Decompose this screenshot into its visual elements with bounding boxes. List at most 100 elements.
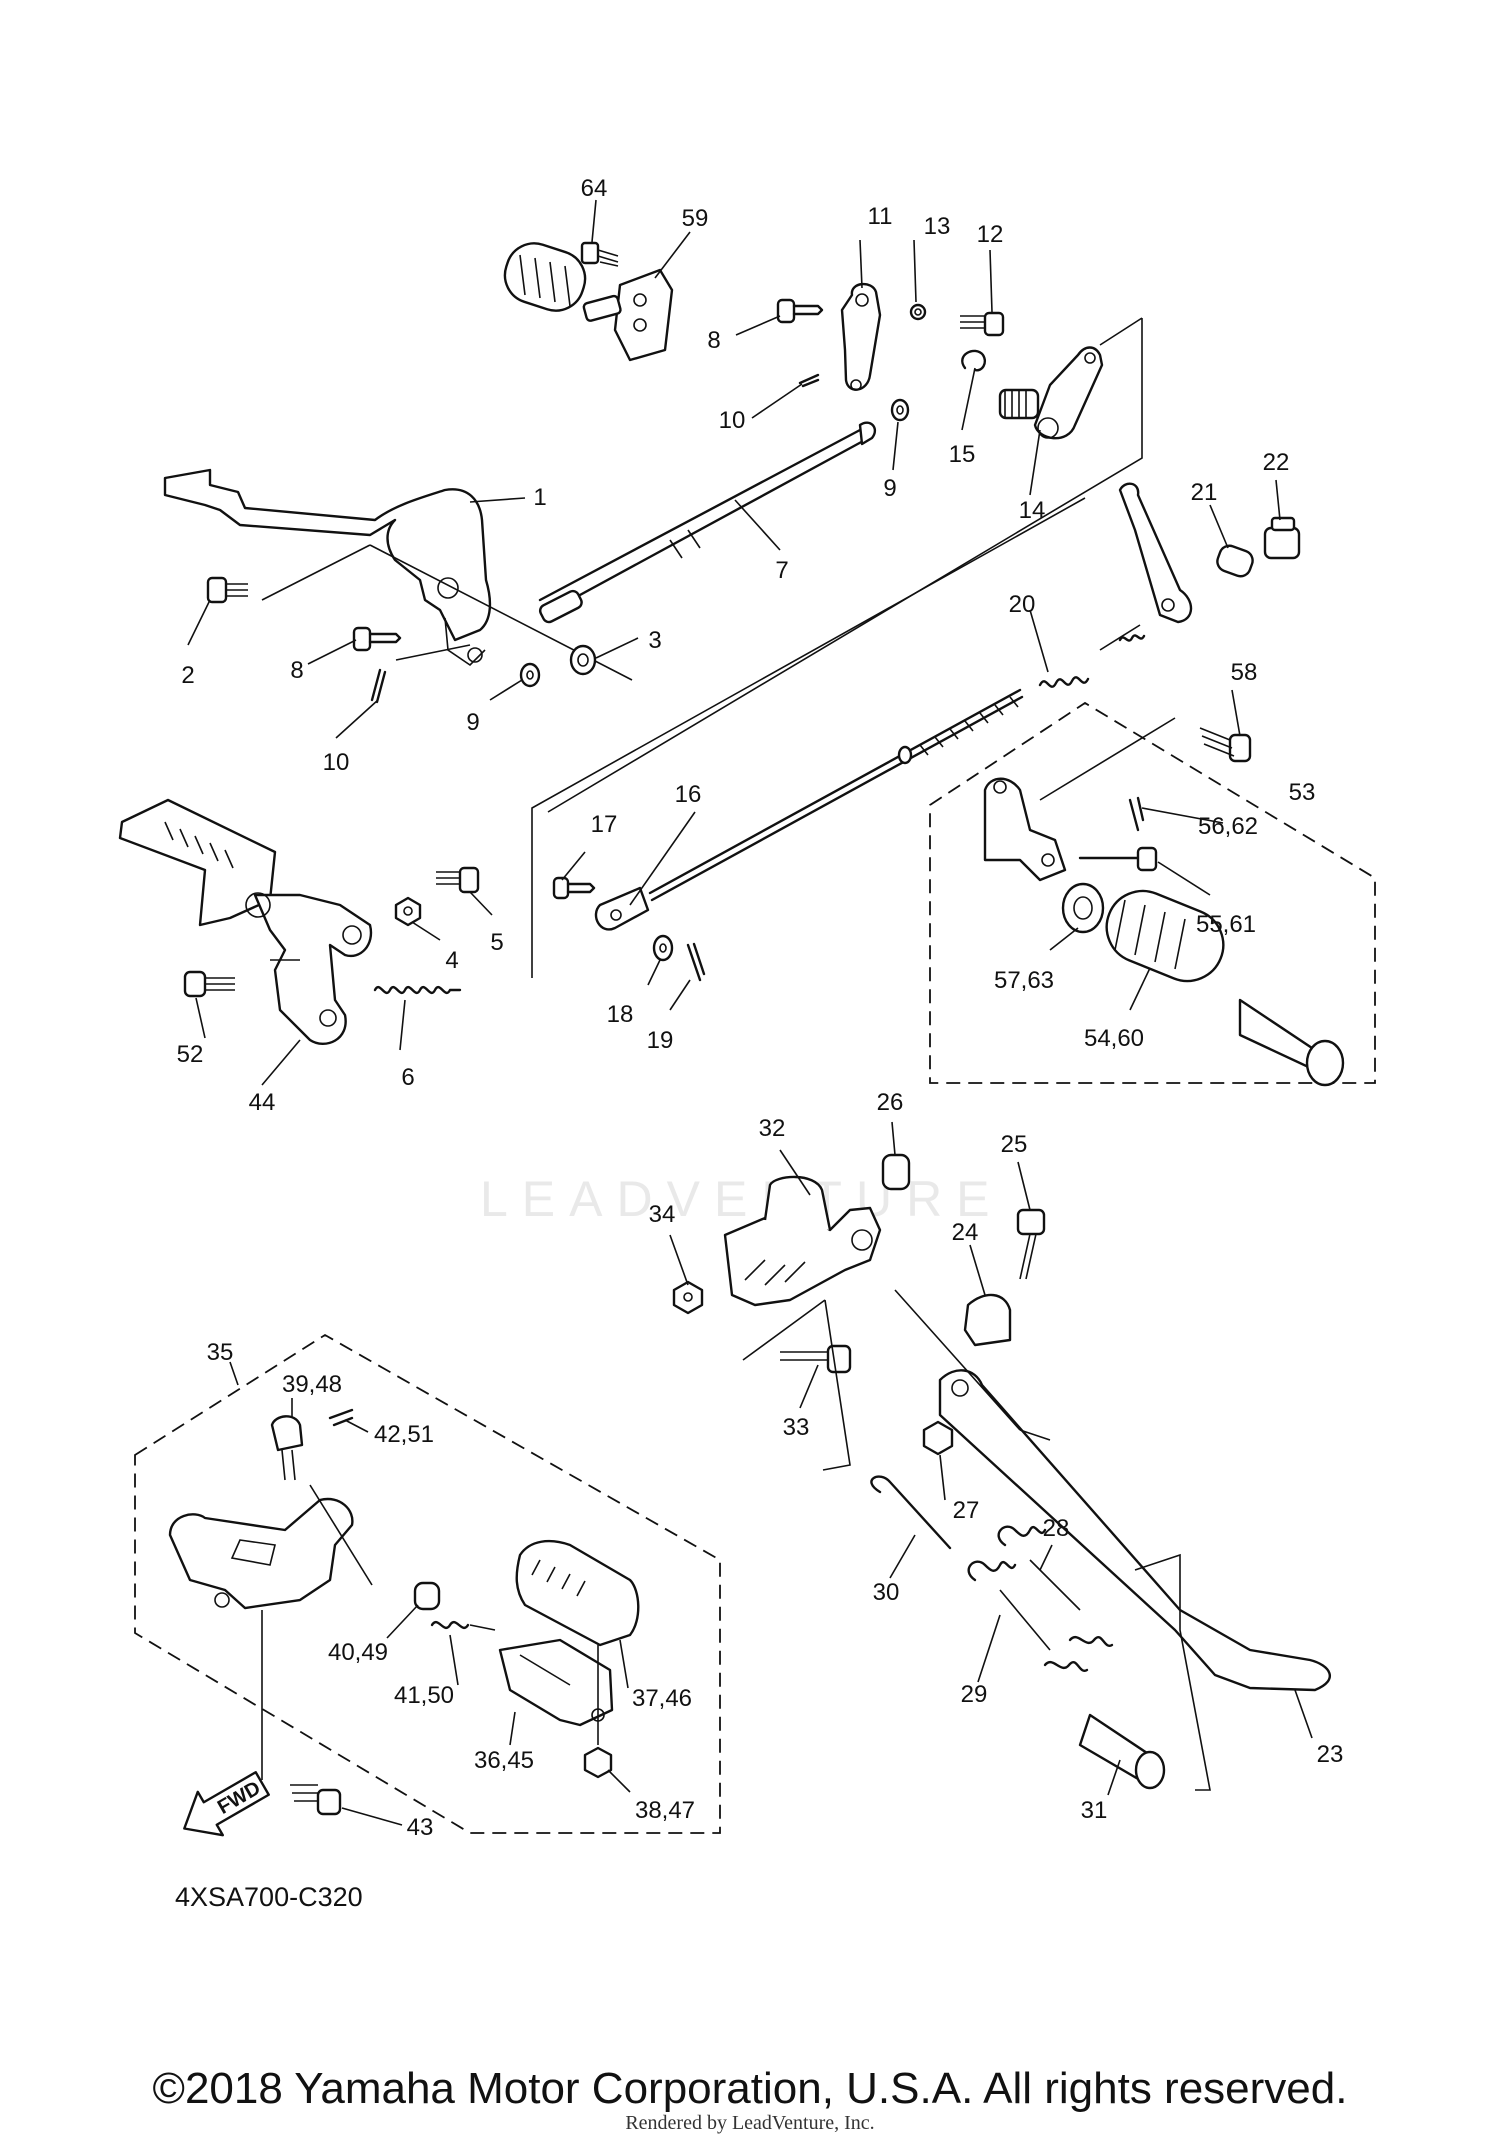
callout: 32 <box>759 1115 786 1142</box>
callout: 24 <box>952 1219 979 1246</box>
callout: 43 <box>407 1814 434 1841</box>
bolt-58 <box>1199 727 1252 763</box>
callout: 2 <box>181 662 194 689</box>
spring-28 <box>997 1525 1114 1648</box>
bolt-2 <box>206 576 248 604</box>
spring-30 <box>870 1475 952 1550</box>
bolt-25 <box>1016 1208 1046 1280</box>
callout: 57,63 <box>994 967 1054 994</box>
callout: 14 <box>1019 497 1046 524</box>
callout: 19 <box>647 1027 674 1054</box>
nut-38-47 <box>583 1746 613 1779</box>
callout: 11 <box>868 203 893 230</box>
shift-arm-11 <box>840 282 882 391</box>
washer-9-top <box>890 398 910 422</box>
leader-lines <box>187 199 1313 1826</box>
callout: 16 <box>675 781 702 808</box>
callout: 53 <box>1289 779 1316 806</box>
pin-8-lower <box>352 626 402 652</box>
pin-55-61 <box>1078 846 1158 872</box>
callout: 5 <box>490 929 503 956</box>
callout: 3 <box>648 627 661 654</box>
washer-13 <box>909 303 927 321</box>
rendered-by-notice: Rendered by LeadVenture, Inc. <box>625 2112 875 2134</box>
cotter-pin-10-top <box>798 373 820 388</box>
brake-pedal-1 <box>163 468 492 667</box>
bolt-12 <box>960 311 1005 337</box>
bolt-52 <box>183 970 235 998</box>
callout: 64 <box>581 175 608 202</box>
cotter-pin-19 <box>686 942 706 982</box>
cotter-pin-56-62 <box>1128 796 1145 832</box>
callout: 10 <box>323 749 350 776</box>
rubber-54-60 <box>1105 889 1345 1087</box>
callout: 9 <box>883 475 896 502</box>
callout: 31 <box>1081 1797 1108 1824</box>
callout: 22 <box>1263 449 1290 476</box>
nut-4 <box>394 896 422 927</box>
spring-6 <box>373 985 462 995</box>
washer-57-63 <box>1061 882 1105 934</box>
bolt-64 <box>580 241 619 267</box>
callout: 4 <box>445 947 458 974</box>
pin-17 <box>552 876 596 900</box>
kit-53-outline <box>929 701 1376 1084</box>
callout: 15 <box>949 441 976 468</box>
circlip-15 <box>961 349 987 372</box>
nut-34 <box>672 1280 704 1315</box>
rubber-37-46 <box>515 1539 640 1647</box>
nut-27 <box>922 1420 954 1456</box>
pin-8-top <box>776 298 824 324</box>
fwd-arrow-icon: FWD <box>183 1771 270 1837</box>
callout: 28 <box>1043 1515 1070 1542</box>
callout: 36,45 <box>474 1747 534 1774</box>
bracket-32 <box>723 1175 882 1307</box>
callout: 21 <box>1191 479 1218 506</box>
callout: 58 <box>1231 659 1258 686</box>
cover-31 <box>1078 1713 1166 1790</box>
collar-40-49 <box>413 1581 441 1611</box>
brake-rod-16 <box>594 688 1024 931</box>
callout: 37,46 <box>632 1685 692 1712</box>
footrest-59 <box>503 242 674 362</box>
callout: 13 <box>924 213 951 240</box>
callout: 20 <box>1009 591 1036 618</box>
callout: 34 <box>649 1201 676 1228</box>
callout: 6 <box>401 1064 414 1091</box>
callout: 56,62 <box>1198 813 1258 840</box>
callout: 25 <box>1001 1131 1028 1158</box>
bolt-5 <box>436 866 480 894</box>
callout: 42,51 <box>374 1421 434 1448</box>
callout: 40,49 <box>328 1639 388 1666</box>
cotter-pin-10-lower <box>370 668 387 704</box>
callout-labels: 64 59 11 13 12 8 10 15 9 14 1 7 21 22 2 … <box>177 175 1344 1841</box>
callout: 29 <box>961 1681 988 1708</box>
washer-9-lower <box>519 662 541 688</box>
callout: 26 <box>877 1089 904 1116</box>
callout: 52 <box>177 1041 204 1068</box>
callout: 41,50 <box>394 1682 454 1709</box>
callout: 7 <box>775 557 788 584</box>
callout: 8 <box>707 327 720 354</box>
collar-26 <box>881 1153 911 1191</box>
spring-29 <box>967 1560 1089 1673</box>
callout: 12 <box>977 221 1004 248</box>
washer-18 <box>652 934 674 962</box>
callout: 10 <box>719 407 746 434</box>
callout: 39,48 <box>282 1371 342 1398</box>
collar-21 <box>1216 544 1254 578</box>
bolt-33 <box>780 1344 852 1374</box>
washer-3 <box>569 644 597 676</box>
cotter-pin-42-51 <box>328 1408 354 1427</box>
spring-20 <box>1038 624 1146 688</box>
footpeg-36-45 <box>498 1638 614 1727</box>
callout: 38,47 <box>635 1797 695 1824</box>
brake-arm <box>1118 482 1193 624</box>
brake-rod-7 <box>538 421 877 624</box>
footrest-pad-44 <box>118 798 277 927</box>
footrest-bracket-44 <box>245 892 373 1045</box>
sidestand-23 <box>938 1369 1331 1692</box>
callout: 8 <box>290 657 303 684</box>
bracket-24 <box>963 1293 1012 1347</box>
